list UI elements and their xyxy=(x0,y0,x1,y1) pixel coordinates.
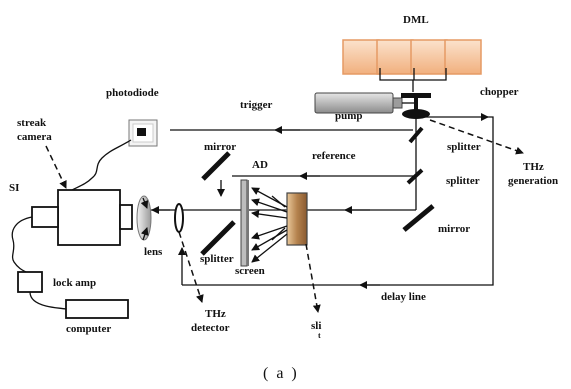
slit-label-line1: sli xyxy=(311,320,321,332)
pump-laser xyxy=(314,92,403,114)
sample xyxy=(286,192,308,246)
lock-amp xyxy=(17,271,43,293)
reference-label: reference xyxy=(312,150,356,162)
streak-camera-label-line2: camera xyxy=(17,131,52,143)
ad-label: AD xyxy=(252,159,268,171)
thz-detector-label-line2: detector xyxy=(191,322,230,334)
computer xyxy=(65,299,129,319)
trigger-label: trigger xyxy=(240,99,272,111)
lock-amp-label: lock amp xyxy=(53,277,96,289)
splitter-label-1: splitter xyxy=(447,141,481,153)
si-label: SI xyxy=(9,182,19,194)
splitter-label-2: splitter xyxy=(446,175,480,187)
photodiode xyxy=(128,119,158,147)
splitter-label-3: splitter xyxy=(200,253,234,265)
slit-label-line2: t xyxy=(318,331,321,340)
screen-label: screen xyxy=(235,265,265,277)
photodiode-label: photodiode xyxy=(106,87,159,99)
mirror-label-top: mirror xyxy=(204,141,236,153)
lens xyxy=(136,195,152,241)
thz-detector xyxy=(174,203,184,233)
mirror-label-right: mirror xyxy=(438,223,470,235)
thz-generation-label-line2: generation xyxy=(508,175,558,187)
dml-label: DML xyxy=(403,14,429,26)
streak-camera xyxy=(31,189,133,246)
pump-label: pump xyxy=(335,110,363,122)
thz-generation-label-line1: THz xyxy=(523,161,544,173)
computer-label: computer xyxy=(66,323,111,335)
chopper-label: chopper xyxy=(480,86,519,98)
streak-camera-label-line1: streak xyxy=(17,117,47,129)
fan-rays xyxy=(251,187,288,263)
figure-caption: ( a ) xyxy=(263,365,299,382)
thz-detector-label-line1: THz xyxy=(205,308,226,320)
delay-line-label: delay line xyxy=(381,291,426,303)
chopper xyxy=(401,93,431,119)
screen xyxy=(240,179,249,267)
lens-label: lens xyxy=(144,246,163,258)
dml-laser xyxy=(342,39,482,92)
